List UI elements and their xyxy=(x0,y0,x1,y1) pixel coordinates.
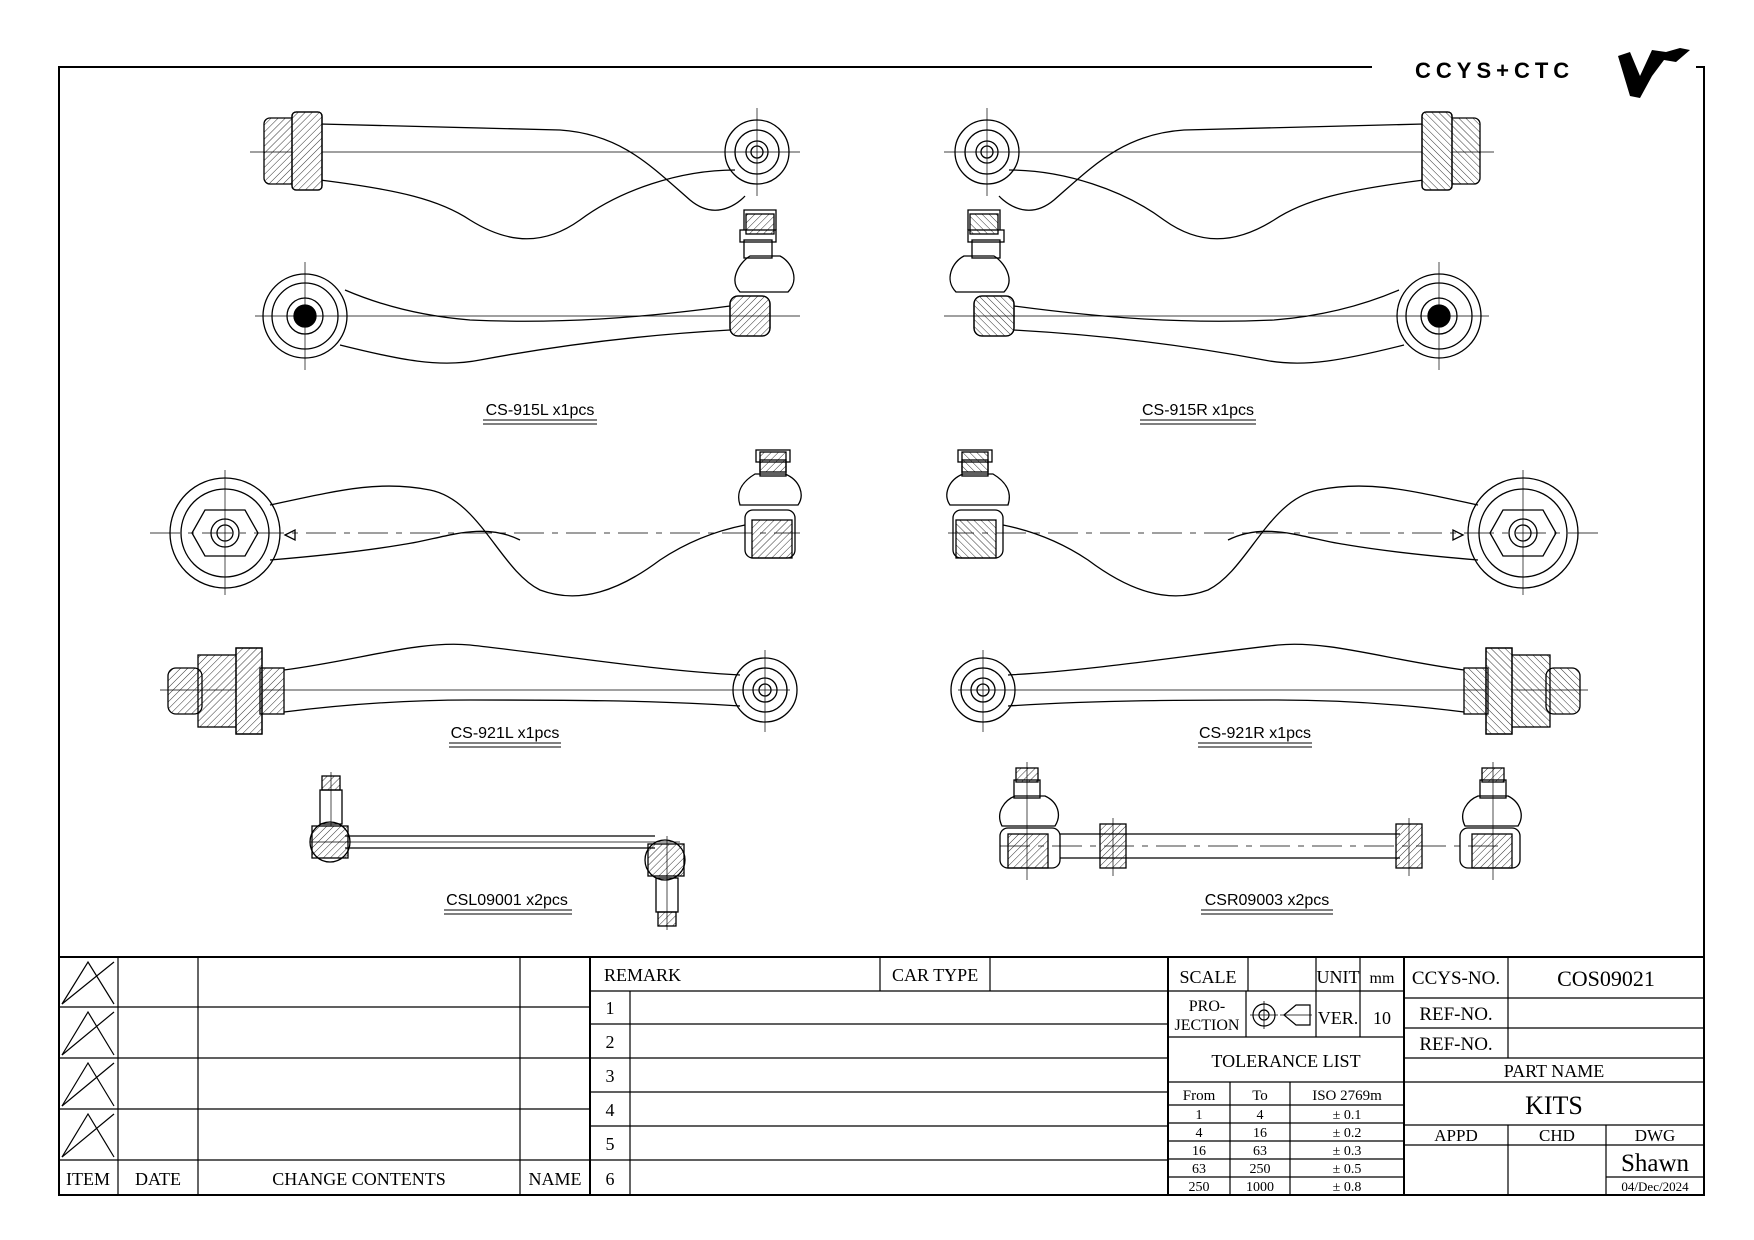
part-label: CS-921R x1pcs xyxy=(1199,725,1311,742)
tolerance-to: 16 xyxy=(1253,1126,1267,1141)
car-type-label: CAR TYPE xyxy=(892,965,978,985)
drawing-cs-915r-lower xyxy=(944,209,1489,370)
unit-value: mm xyxy=(1370,970,1395,987)
part-label: CS-915L x1pcs xyxy=(486,402,595,419)
part-label: CSR09003 x2pcs xyxy=(1205,892,1330,909)
name-header: NAME xyxy=(529,1169,582,1189)
ref-no-label: REF-NO. xyxy=(1419,1004,1492,1025)
remark-row-number: 4 xyxy=(606,1100,615,1120)
drawing-cs-915l xyxy=(250,108,800,240)
drawing-cs-915r xyxy=(944,108,1494,240)
ver-label: VER. xyxy=(1318,1008,1359,1028)
tolerance-from: 1 xyxy=(1196,1108,1203,1123)
dwg-name: Shawn xyxy=(1621,1150,1690,1177)
tolerance-value: ± 0.3 xyxy=(1333,1144,1362,1159)
drawing-cs-921r xyxy=(946,449,1598,597)
revision-triangle-icon xyxy=(61,960,115,1005)
tolerance-title: TOLERANCE LIST xyxy=(1211,1051,1360,1071)
drawing-csl09001 xyxy=(309,772,686,930)
unit-label: UNIT xyxy=(1317,967,1360,987)
tolerance-from: 4 xyxy=(1196,1126,1203,1141)
part-label: CSL09001 x2pcs xyxy=(446,892,568,909)
remark-row-number: 6 xyxy=(606,1169,615,1189)
drawing-date: 04/Dec/2024 xyxy=(1621,1179,1689,1194)
part-label: CS-915R x1pcs xyxy=(1142,402,1254,419)
tolerance-to-header: To xyxy=(1252,1088,1268,1104)
tolerance-to: 1000 xyxy=(1246,1180,1274,1195)
appd-label: APPD xyxy=(1434,1126,1477,1145)
projection-label: JECTION xyxy=(1175,1017,1240,1034)
sheet-border xyxy=(58,66,1705,1196)
logo-text: CCYS+CTC xyxy=(1415,58,1574,83)
part-name-label: PART NAME xyxy=(1504,1061,1604,1081)
tolerance-value: ± 0.8 xyxy=(1333,1180,1362,1195)
ccys-no-label: CCYS-NO. xyxy=(1412,968,1500,989)
brand-logo: CCYS+CTC xyxy=(1415,48,1690,98)
tolerance-value: ± 0.2 xyxy=(1333,1126,1362,1141)
scale-label: SCALE xyxy=(1179,967,1236,987)
part-labels: CS-915L x1pcs CS-915R x1pcs CS-921L x1pc… xyxy=(444,402,1333,915)
spec-block xyxy=(1168,957,1405,1195)
drawing-cs-921l-lower xyxy=(160,643,798,735)
revision-triangle-icon xyxy=(61,1112,115,1158)
tolerance-from: 250 xyxy=(1189,1180,1210,1195)
tolerance-value: ± 0.1 xyxy=(1333,1108,1362,1123)
tolerance-iso-header: ISO 2769m xyxy=(1312,1088,1382,1104)
remark-row-number: 5 xyxy=(606,1134,615,1154)
tolerance-from-header: From xyxy=(1183,1088,1216,1104)
ref-no-label: REF-NO. xyxy=(1419,1034,1492,1055)
drawing-cs-921r-lower xyxy=(950,643,1588,735)
chd-label: CHD xyxy=(1539,1126,1575,1145)
revision-triangle-icon xyxy=(61,1061,115,1107)
remark-label: REMARK xyxy=(604,965,681,985)
tolerance-to: 4 xyxy=(1257,1108,1264,1123)
dwg-label: DWG xyxy=(1635,1126,1676,1145)
remark-row-number: 1 xyxy=(606,998,615,1018)
title-block xyxy=(1404,957,1704,1195)
revision-block xyxy=(59,957,591,1195)
logo-mark-icon xyxy=(1618,48,1690,98)
projection-label: PRO- xyxy=(1189,998,1225,1015)
ccys-no-value: COS09021 xyxy=(1557,966,1655,991)
tolerance-value: ± 0.5 xyxy=(1333,1162,1362,1177)
date-header: DATE xyxy=(135,1169,181,1189)
item-header: ITEM xyxy=(66,1169,110,1189)
part-label: CS-921L x1pcs xyxy=(451,725,560,742)
tolerance-to: 63 xyxy=(1253,1144,1267,1159)
first-angle-projection-icon xyxy=(1250,1001,1312,1029)
drawing-csr09003 xyxy=(999,762,1522,880)
change-contents-header: CHANGE CONTENTS xyxy=(272,1169,446,1189)
remark-block xyxy=(590,957,1169,1195)
tolerance-from: 63 xyxy=(1192,1162,1206,1177)
tolerance-from: 16 xyxy=(1192,1144,1206,1159)
part-name-value: KITS xyxy=(1525,1091,1583,1120)
drawing-cs-921l xyxy=(150,449,802,597)
tolerance-to: 250 xyxy=(1250,1162,1271,1177)
remark-row-number: 3 xyxy=(606,1066,615,1086)
remark-row-number: 2 xyxy=(606,1032,615,1052)
drawing-cs-915l-lower xyxy=(255,209,800,370)
ver-value: 10 xyxy=(1373,1008,1391,1028)
revision-triangle-icon xyxy=(61,1010,115,1056)
